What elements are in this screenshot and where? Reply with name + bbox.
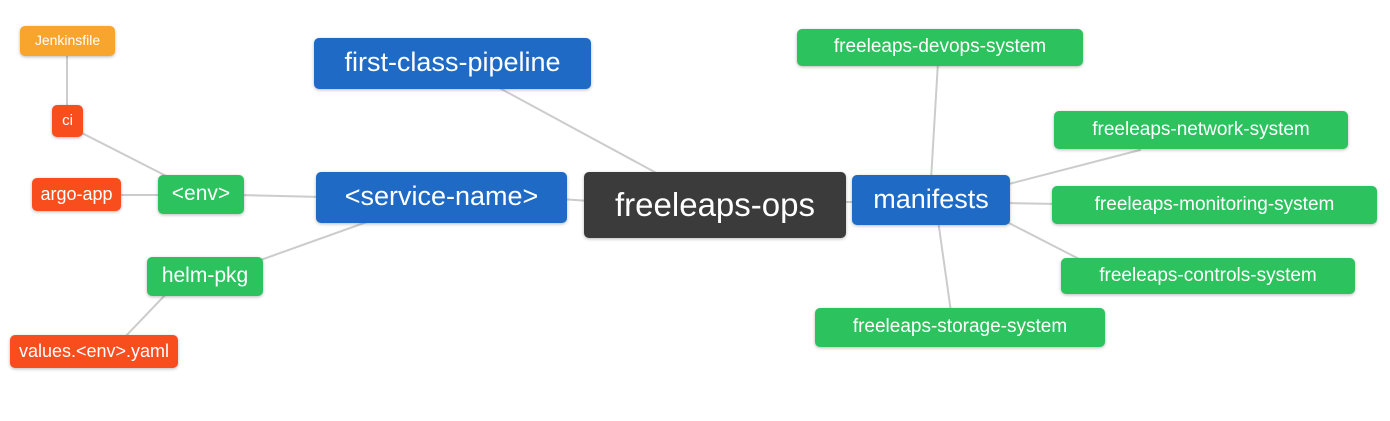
edge-manifests--freeleaps-monitoring-system (1004, 202, 1059, 205)
node-label: ci (62, 111, 73, 129)
node-first-class-pipeline[interactable]: first-class-pipeline (314, 38, 591, 89)
edge-manifests--freeleaps-storage-system (937, 219, 952, 313)
node-label: first-class-pipeline (344, 47, 561, 77)
node-manifests[interactable]: manifests (852, 175, 1010, 225)
node-freeleaps-monitoring-system[interactable]: freeleaps-monitoring-system (1052, 186, 1377, 224)
node-label: freeleaps-ops (615, 185, 815, 223)
edge-manifests--freeleaps-network-system (1004, 149, 1141, 186)
node-label: <env> (171, 182, 231, 205)
node-service-name[interactable]: <service-name> (316, 172, 567, 223)
node-label: Jenkinsfile (34, 32, 101, 48)
node-ci[interactable]: ci (52, 105, 83, 137)
node-label: freeleaps-devops-system (833, 36, 1047, 57)
node-label: values.<env>.yaml (18, 340, 170, 361)
node-label: manifests (873, 183, 989, 214)
node-helm-pkg[interactable]: helm-pkg (147, 257, 263, 296)
node-freeleaps-devops-system[interactable]: freeleaps-devops-system (797, 29, 1083, 66)
edge-values-env-yaml--helm-pkg (121, 291, 169, 341)
node-label: helm-pkg (161, 264, 249, 287)
node-label: freeleaps-controls-system (1099, 264, 1317, 286)
node-freeleaps-storage-system[interactable]: freeleaps-storage-system (815, 308, 1105, 347)
node-values-env-yaml[interactable]: values.<env>.yaml (10, 335, 178, 368)
edge-manifests--freeleaps-devops-system (930, 61, 939, 181)
node-label: freeleaps-storage-system (852, 316, 1068, 337)
node-freeleaps-controls-system[interactable]: freeleaps-controls-system (1061, 258, 1355, 294)
node-argo-app[interactable]: argo-app (32, 178, 121, 211)
node-label: <service-name> (344, 181, 539, 211)
node-label: freeleaps-network-system (1092, 118, 1310, 140)
node-env[interactable]: <env> (158, 175, 244, 214)
edge-helm-pkg--service-name (254, 217, 379, 263)
node-label: argo-app (40, 183, 113, 204)
node-label: freeleaps-monitoring-system (1094, 193, 1335, 215)
node-freeleaps-ops[interactable]: freeleaps-ops (584, 172, 846, 238)
node-freeleaps-network-system[interactable]: freeleaps-network-system (1054, 111, 1348, 149)
edge-manifests--freeleaps-controls-system (1002, 219, 1086, 263)
edge-ci--env (71, 127, 179, 183)
edge-env--service-name (237, 194, 323, 198)
node-jenkinsfile[interactable]: Jenkinsfile (20, 26, 115, 56)
edge-first-class-pipeline--freeleaps-ops (491, 83, 663, 177)
